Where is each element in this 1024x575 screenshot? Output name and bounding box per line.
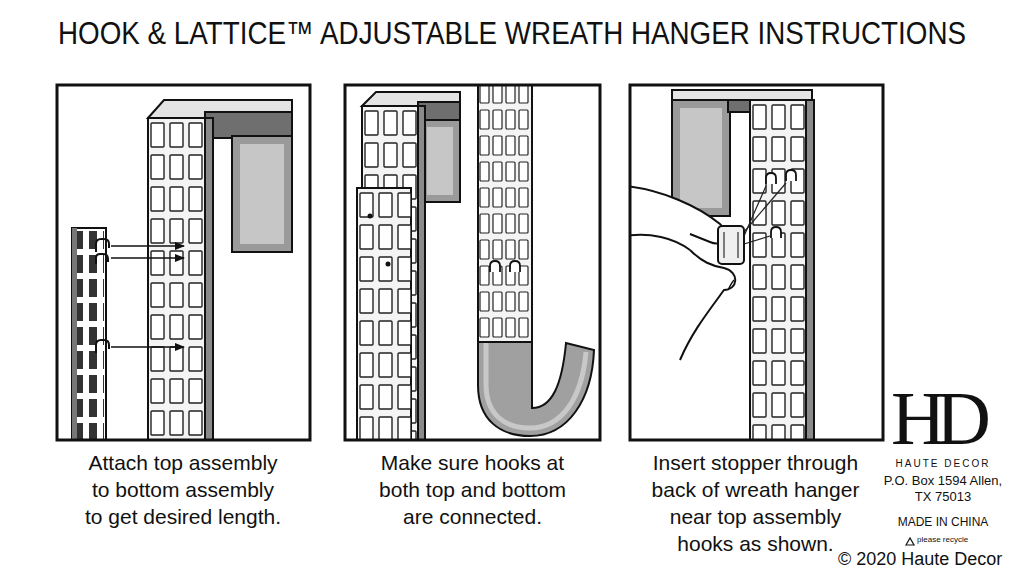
hook [96,239,109,252]
panel-frame [630,85,883,440]
hook-flap [672,100,730,216]
hook-flap-face [240,144,284,244]
origin-note: MADE IN CHINA [883,515,1003,529]
lattice [74,228,104,440]
strip-face [148,118,205,440]
hand-fill [630,186,735,372]
top-assembly [750,100,806,440]
panel-two-art [357,85,594,440]
recycle-icon [906,538,914,545]
hook-dot [368,214,373,219]
hook [96,254,108,264]
hook-shade [486,340,586,428]
step-caption: Insert stopper through back of wreath ha… [648,449,863,557]
hook-dot [386,262,391,267]
bottom-assembly [357,188,411,440]
lattice [479,85,531,342]
stopper-detail [737,232,739,258]
hook-top [362,92,460,106]
leader-line [744,183,786,232]
back-assembly [478,85,532,342]
panel-three-art [630,90,814,440]
brand-name: HAUTE DECOR [883,458,1003,470]
copyright: © 2020 Haute Decor [838,548,1002,570]
hook-top [148,100,292,118]
hand-thumb [680,250,735,360]
hook [771,227,781,238]
insert-arrow [111,245,184,247]
hook [510,261,520,272]
strip-back [72,228,106,440]
top-assembly [148,118,205,440]
stopper-detail [723,232,725,258]
recycle-note: please recycle [917,535,968,545]
panel-frame [345,85,600,440]
strip-edge [205,118,213,440]
wreath-hook [478,338,594,436]
stopper [718,226,744,264]
thumb-nail [728,280,734,290]
lattice [357,188,411,440]
address: P.O. Box 1594 Allen, TX 75013 [883,473,1003,505]
hook-flap-face [427,127,453,195]
panel-frame [57,85,310,440]
hook-underside [205,110,292,138]
hook-flap [232,136,292,252]
strip-face [750,100,806,440]
strip-back [478,85,532,342]
insert-arrow [111,346,184,348]
title-text: HOOK & LATTICE™ ADJUSTABLE WREATH HANGER… [58,14,966,52]
bottom-assembly [72,228,106,440]
panel-one-art [72,100,292,440]
step-caption: Attach top assembly to bottom assembly t… [83,449,283,530]
lattice [750,100,806,440]
brand-logo: HD [891,380,981,456]
hand-finger [630,235,690,250]
hook [786,170,796,181]
hook-flap-face [680,108,722,208]
lattice [148,118,205,440]
strip-face [357,188,411,440]
strip-edge [806,100,814,440]
hook [490,261,500,272]
hook [766,173,776,184]
insert-arrow [111,257,184,259]
strip-edge [418,106,425,440]
hook [96,340,109,353]
leader-line [744,236,770,244]
strip-edge [72,228,77,440]
step-caption: Make sure hooks at both top and bottom a… [365,449,580,530]
hook-underside [728,100,752,112]
hook-top [672,90,812,100]
